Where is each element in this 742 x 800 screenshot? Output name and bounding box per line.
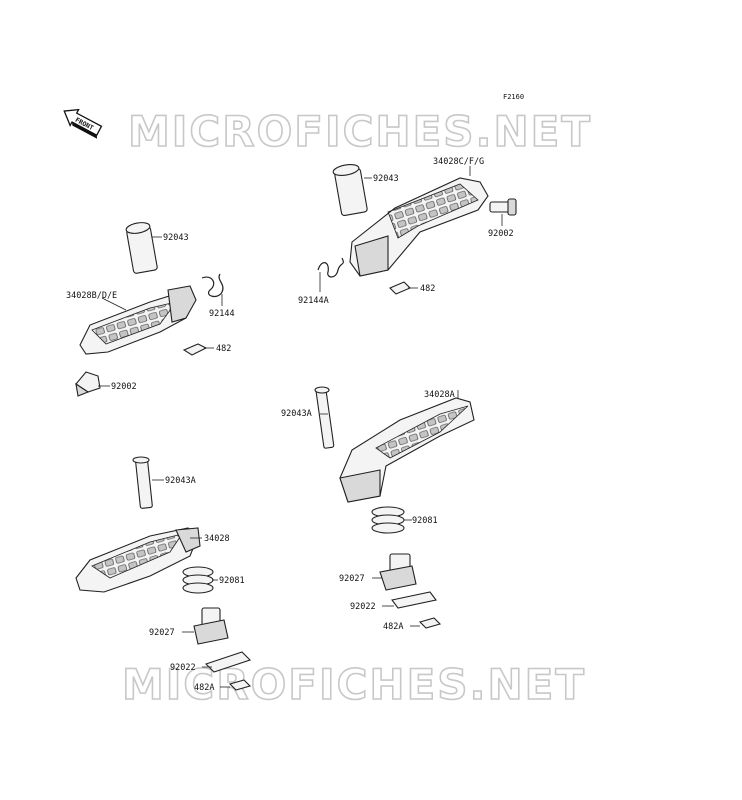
label-tl-step: 34028B/D/E (66, 291, 117, 301)
label-bl-step: 34028 (204, 534, 230, 544)
label-br-step: 34028A (424, 390, 455, 400)
label-bl-pin: 92043A (165, 476, 196, 486)
diagram-code: F2160 (503, 93, 524, 101)
label-bl-clip: 482A (194, 683, 214, 693)
pin-92043a-br (314, 386, 335, 449)
assembly-top-left: 92043 34028B/D/E 92144 482 92002 (66, 222, 235, 397)
footpeg-34028a (339, 390, 475, 503)
clip-482-tr (389, 281, 418, 295)
plate-92022-br (382, 591, 437, 609)
spring-92081-bl (182, 566, 218, 594)
clip-482-tl (182, 343, 214, 356)
clip-482a-bl (220, 679, 252, 691)
label-tl-clip: 482 (216, 344, 231, 354)
front-arrow-icon: FRONT (63, 108, 103, 139)
spring-92144 (201, 273, 224, 306)
label-tr-clip: 482 (420, 284, 435, 294)
holder-92027-br (372, 553, 417, 591)
label-br-pin: 92043A (281, 409, 312, 419)
label-bl-plate: 92022 (170, 663, 196, 673)
pin-92043-tl (125, 222, 162, 274)
label-tr-rubber: 92002 (488, 229, 514, 239)
label-tr-pin: 92043 (373, 174, 399, 184)
label-tl-rubber: 92002 (111, 382, 137, 392)
label-tr-step: 34028C/F/G (433, 157, 484, 167)
label-br-clip: 482A (383, 622, 403, 632)
label-br-plate: 92022 (350, 602, 376, 612)
assembly-bottom-left: 92043A 34028 92081 92027 92022 482A (75, 456, 252, 693)
pin-92043-tr (332, 164, 372, 216)
label-bl-spring: 92081 (219, 576, 245, 586)
footpeg-34028 (75, 527, 202, 593)
watermark-top: MICROFICHES.NET (128, 107, 592, 156)
label-bl-holder: 92027 (149, 628, 175, 638)
assembly-top-right: 92043 34028C/F/G 92002 92144A 482 (298, 157, 517, 306)
rubber-92002-tl (75, 371, 110, 397)
assembly-bottom-right: 92043A 34028A 92081 92027 92022 482A (281, 386, 475, 632)
label-br-spring: 92081 (412, 516, 438, 526)
label-tl-spring: 92144 (209, 309, 235, 319)
plate-92022-bl (202, 651, 252, 673)
label-tr-spring: 92144A (298, 296, 329, 306)
clip-482a-br (410, 617, 442, 629)
label-tl-pin: 92043 (163, 233, 189, 243)
watermark-bottom: MICROFICHES.NET (122, 660, 586, 709)
label-br-holder: 92027 (339, 574, 365, 584)
footpeg-34028bde (79, 285, 197, 355)
spring-92144a (317, 257, 344, 292)
pin-92043a-bl (132, 456, 164, 509)
holder-92027-bl (182, 607, 229, 645)
rubber-92002-tr (489, 198, 517, 226)
footpeg-34028cfg (349, 166, 489, 277)
spring-92081-br (371, 506, 412, 534)
